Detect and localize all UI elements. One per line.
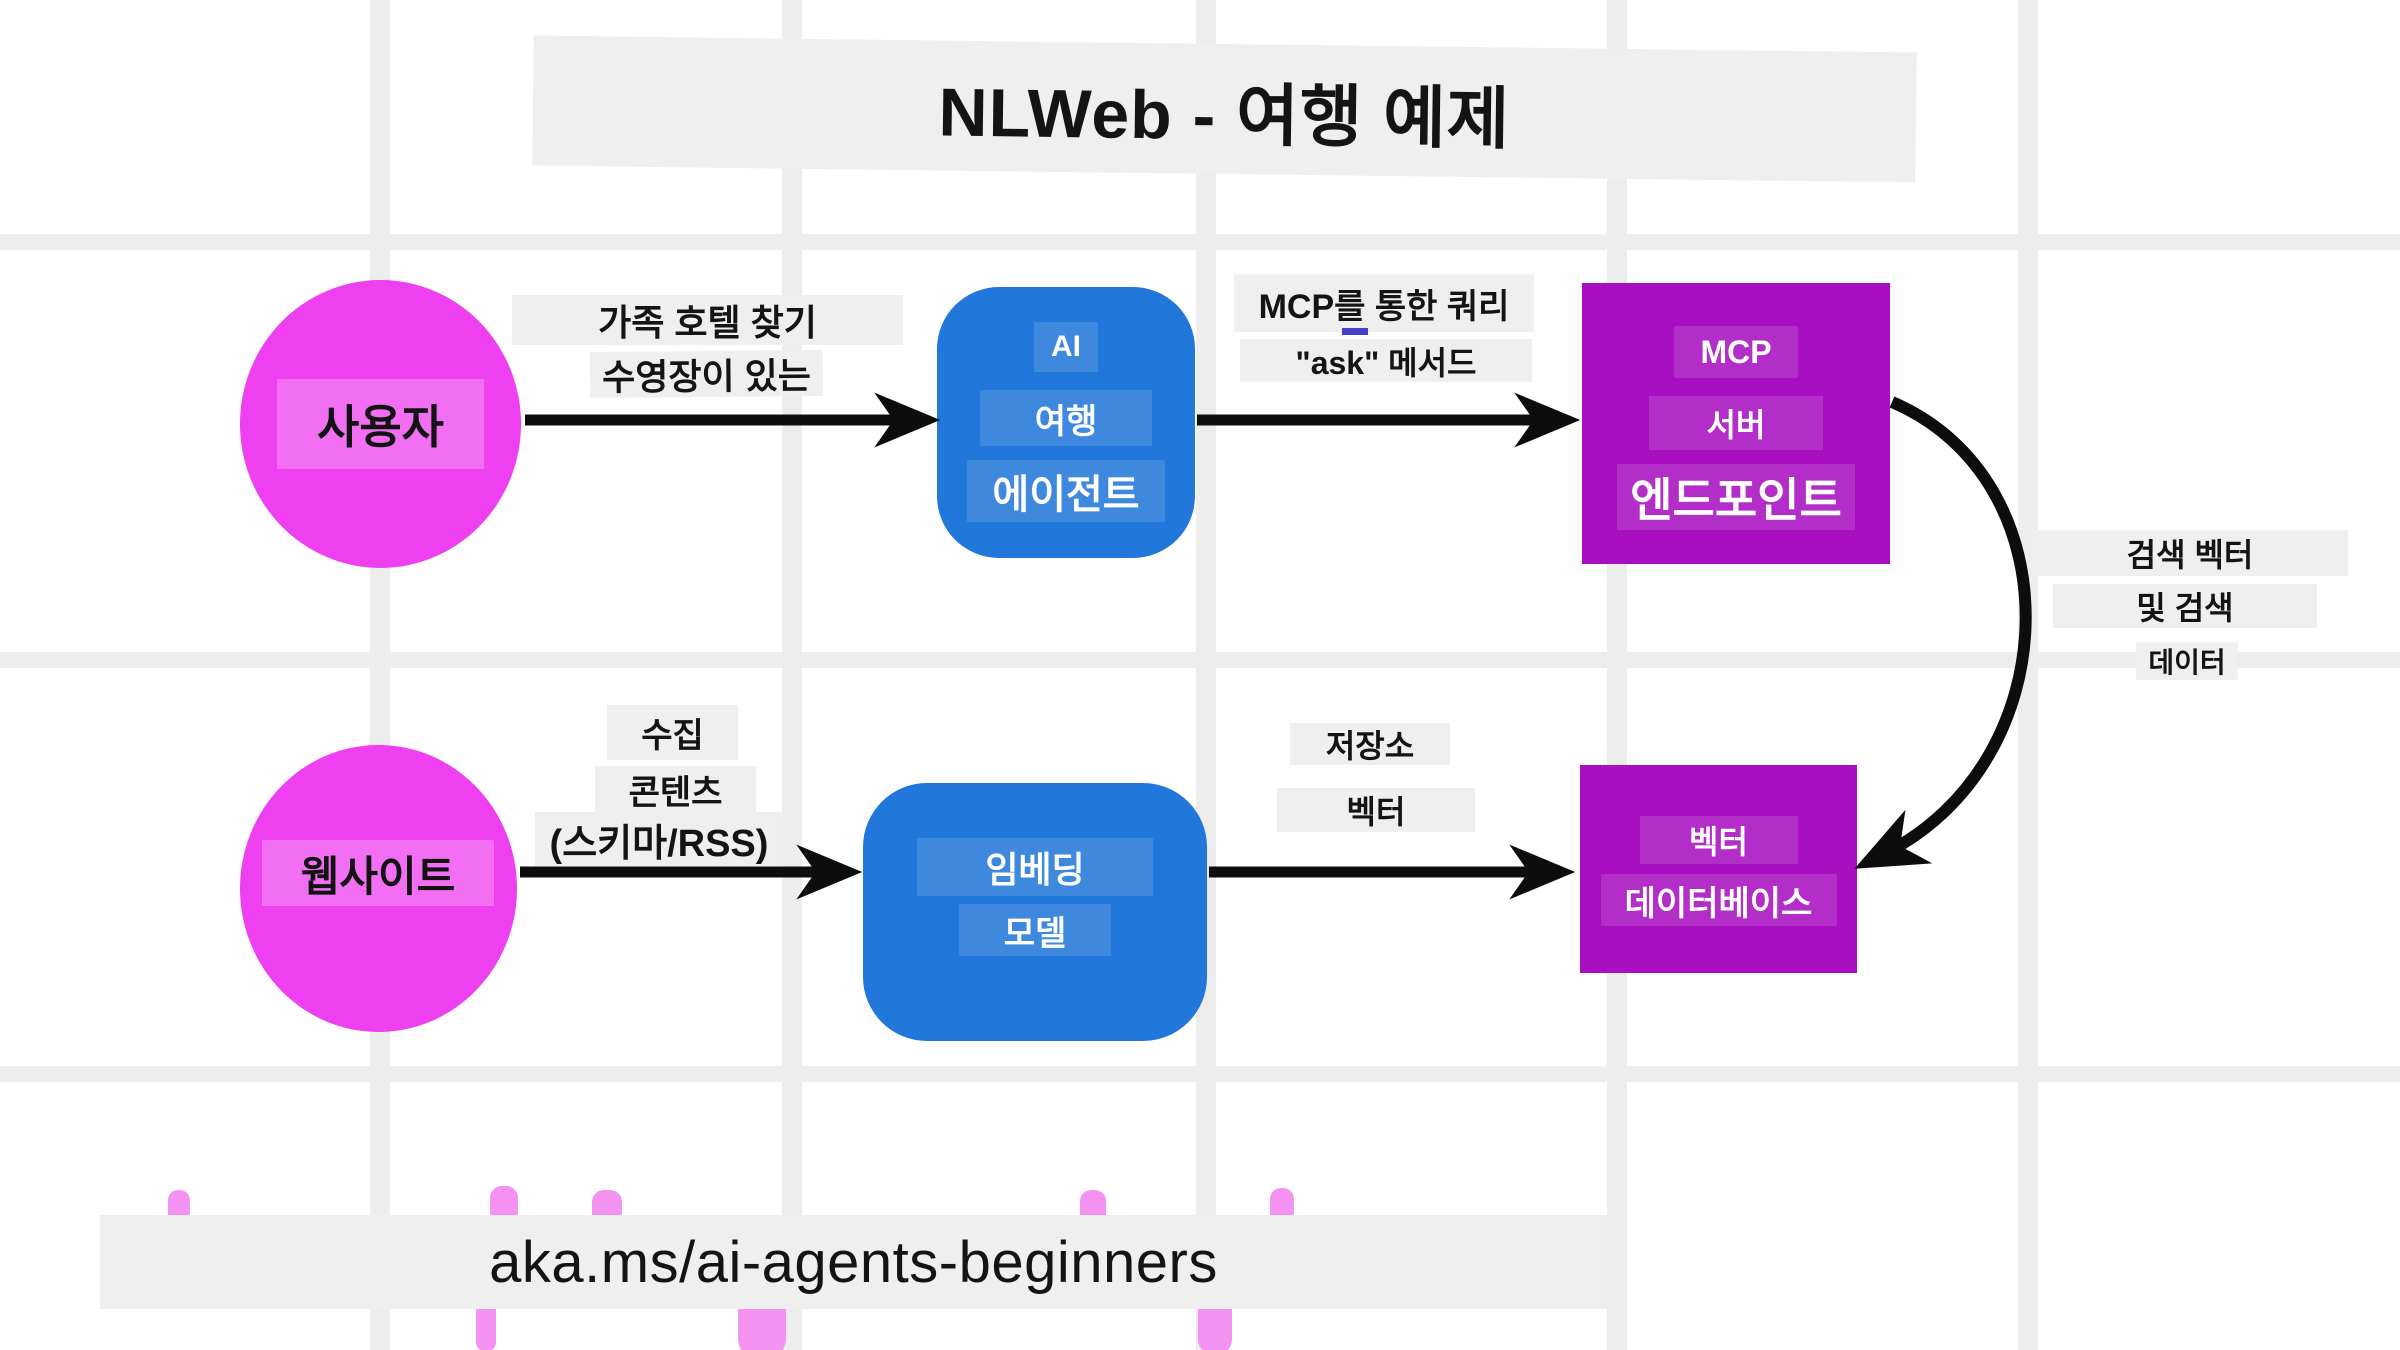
node-mcp-server-line: 서버 [1649, 396, 1823, 450]
node-text: 에이전트 [992, 473, 1140, 517]
artifact-pink-fragment [738, 1308, 786, 1350]
footer-link: aka.ms/ai-agents-beginners [489, 1229, 1218, 1295]
node-mcp-server-line: MCP [1674, 326, 1798, 378]
node-ai-agent: AI 여행 에이전트 [937, 287, 1195, 558]
edge-label-with-pool: 수영장이 있는 [589, 349, 824, 399]
edge-label-query-via-mcp: MCP를 통한 쿼리 [1234, 274, 1534, 332]
grid-line-vertical [2018, 0, 2038, 1350]
node-vector-database-line: 데이터베이스 [1600, 874, 1837, 926]
node-embedding-model-line: 임베딩 [917, 838, 1153, 896]
node-text: 서버 [1706, 407, 1766, 443]
edge-label-and-search: 및 검색 [2053, 584, 2317, 628]
artifact-pink-fragment [1270, 1188, 1294, 1215]
node-user [240, 280, 521, 568]
artifact-pink-fragment [592, 1190, 622, 1215]
edge-label-data: 데이터 [2136, 642, 2238, 680]
grid-line-vertical [1607, 0, 1627, 1350]
edge-label-text: MCP를 통한 쿼리 [1258, 287, 1510, 326]
edge-label-vector: 벡터 [1277, 788, 1475, 832]
edge-label-family-hotel: 가족 호텔 찾기 [512, 295, 903, 345]
edge-label-ask-method: "ask" 메서드 [1240, 339, 1532, 382]
node-text: 데이터베이스 [1624, 884, 1813, 923]
node-ai-agent-line: 여행 [980, 390, 1152, 446]
node-text: 여행 [1034, 402, 1098, 441]
edge-label-text: 수영장이 있는 [601, 355, 812, 398]
edge-label-text: 콘텐츠 [628, 773, 723, 812]
edge-label-text: 및 검색 [2136, 590, 2234, 626]
edge-label-text: "ask" 메서드 [1295, 344, 1477, 381]
artifact-blue-tick [1342, 328, 1368, 335]
arrow-mcp-to-db-curved [1854, 396, 2032, 869]
node-ai-agent-line: 에이전트 [967, 460, 1165, 522]
artifact-pink-fragment [168, 1190, 190, 1215]
grid-line-vertical [782, 0, 802, 1350]
edge-label-content: 콘텐츠 [595, 766, 756, 812]
artifact-pink-fragment [1198, 1308, 1232, 1350]
node-text: 엔드포인트 [1630, 474, 1842, 526]
node-vector-database: 벡터 데이터베이스 [1580, 765, 1857, 973]
edge-label-schema-rss: (스키마/RSS) [535, 812, 783, 866]
node-embedding-model-line: 모델 [959, 904, 1111, 956]
edge-label-text: 데이터 [2148, 647, 2226, 678]
grid-line-horizontal [0, 652, 2400, 668]
node-user-label: 사용자 [277, 379, 484, 469]
artifact-pink-fragment [476, 1308, 496, 1350]
node-website [240, 745, 517, 1032]
title-band: NLWeb - 여행 예제 [532, 35, 1917, 183]
footer-band: aka.ms/ai-agents-beginners [100, 1215, 1607, 1309]
edge-label-text: 벡터 [1346, 794, 1406, 830]
artifact-pink-fragment [490, 1186, 518, 1215]
edge-label-text: 수집 [641, 717, 704, 755]
node-text: 임베딩 [985, 849, 1085, 890]
node-website-text: 웹사이트 [300, 852, 456, 900]
node-text: MCP [1700, 333, 1772, 370]
node-text: 모델 [1003, 914, 1067, 953]
edge-label-text: 검색 벡터 [2126, 537, 2254, 573]
grid-line-horizontal [0, 1066, 2400, 1082]
grid-line-vertical [370, 0, 390, 1350]
edge-label-text: 가족 호텔 찾기 [598, 302, 817, 343]
edge-label-store: 저장소 [1290, 723, 1450, 765]
node-ai-agent-line: AI [1034, 322, 1098, 372]
page-title: NLWeb - 여행 예제 [938, 74, 1511, 157]
edge-label-text: 저장소 [1325, 728, 1415, 764]
node-text: AI [1051, 330, 1081, 363]
node-mcp-server: MCP 서버 엔드포인트 [1582, 283, 1890, 564]
node-vector-database-line: 벡터 [1639, 816, 1798, 864]
node-mcp-server-line: 엔드포인트 [1617, 464, 1855, 530]
edge-label-ingest: 수집 [607, 705, 738, 760]
node-text: 벡터 [1689, 824, 1748, 860]
node-website-label: 웹사이트 [262, 840, 494, 906]
node-embedding-model: 임베딩 모델 [863, 783, 1207, 1041]
node-user-text: 사용자 [317, 401, 444, 453]
edge-label-search-vector: 검색 벡터 [2032, 530, 2348, 576]
grid-line-vertical [1196, 0, 1216, 1350]
grid-line-horizontal [0, 234, 2400, 250]
artifact-pink-fragment [1080, 1190, 1106, 1215]
edge-label-text: (스키마/RSS) [549, 822, 769, 865]
